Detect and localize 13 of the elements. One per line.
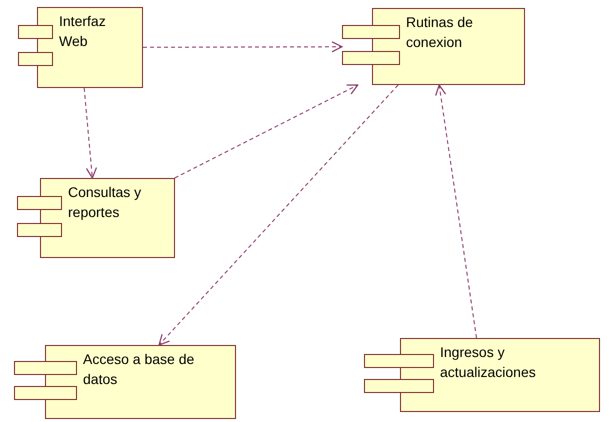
- dependency-arrow: [174, 84, 358, 178]
- component-label: Consultas y reportes: [68, 183, 142, 222]
- component-label: Rutinas de conexion: [406, 13, 474, 52]
- component-label: Ingresos y actualizaciones: [440, 343, 537, 382]
- component-symbol: [364, 338, 600, 412]
- dependency-arrow: [435, 84, 478, 338]
- dependency-arrow: [84, 88, 98, 179]
- component-label: Acceso a base de datos: [83, 350, 196, 389]
- dependency-arrow: [142, 41, 343, 52]
- component-symbol: [18, 7, 143, 88]
- component-symbol: [342, 8, 525, 85]
- component-label: Interfaz Web: [59, 12, 107, 51]
- dependency-arrow: [158, 84, 399, 346]
